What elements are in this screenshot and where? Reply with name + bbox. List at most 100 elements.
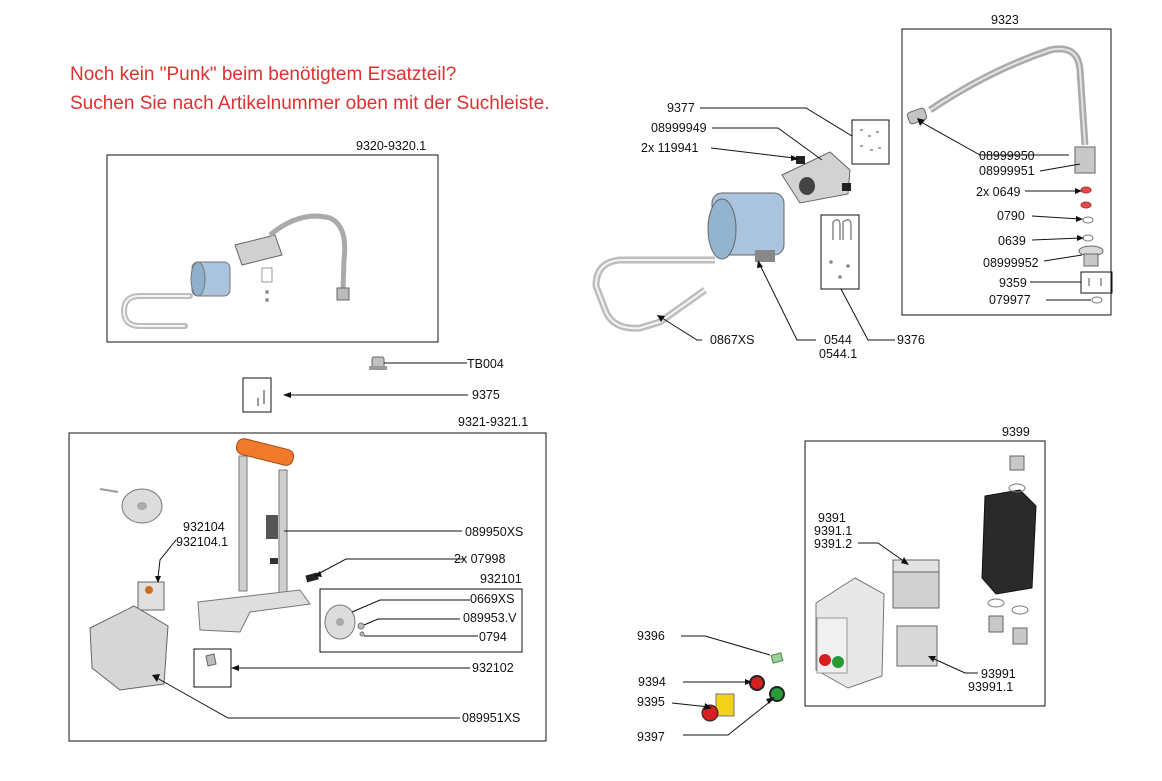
- arrow-932102: [231, 665, 239, 671]
- part-box-9359: [1080, 271, 1113, 294]
- arrow-07998: [314, 571, 322, 577]
- label-93991-1: 93991.1: [968, 680, 1013, 694]
- leader-07998: [317, 558, 465, 575]
- label-089951xs: 089951XS: [462, 711, 520, 725]
- hint-line-1: Noch kein "Punk" beim benötigtem Ersatzt…: [70, 64, 456, 85]
- label-08999950: 08999950: [979, 149, 1035, 163]
- arrow-9394: [745, 679, 752, 685]
- leader-0544: [759, 264, 816, 341]
- label-9391-2: 9391.2: [814, 537, 852, 551]
- arrow-089951xs: [152, 674, 160, 682]
- group-label-9323: 9323: [991, 13, 1019, 27]
- arrow-0790: [1076, 216, 1083, 222]
- leader-0790: [1031, 215, 1081, 220]
- leader-08999949: [712, 127, 823, 161]
- label-0649: 2x 0649: [976, 185, 1021, 199]
- leader-9376: [840, 288, 895, 341]
- buttons-illustration: [701, 652, 785, 722]
- leader-119941: [710, 147, 795, 159]
- arrow-0544: [757, 260, 763, 268]
- label-0544: 0544: [824, 333, 852, 347]
- label-0790: 0790: [997, 209, 1025, 223]
- group-box-9399: [804, 440, 1046, 707]
- leader-9396: [681, 635, 771, 656]
- label-932104-1: 932104.1: [176, 535, 228, 549]
- leader-0669xs: [351, 599, 470, 613]
- group-box-9320: [106, 154, 439, 343]
- label-9376: 9376: [897, 333, 925, 347]
- leader-089951xs: [156, 677, 460, 719]
- label-9391-1: 9391.1: [814, 524, 852, 538]
- label-932104: 932104: [183, 520, 225, 534]
- label-08999949: 08999949: [651, 121, 707, 135]
- leader-9377: [700, 107, 853, 137]
- group-label-9399: 9399: [1002, 425, 1030, 439]
- label-07998: 2x 07998: [454, 552, 505, 566]
- arrow-9395: [704, 703, 712, 710]
- label-079977: 079977: [989, 293, 1031, 307]
- part-box-9376: [820, 214, 860, 290]
- group-label-932101: 932101: [480, 572, 522, 586]
- label-08999952: 08999952: [983, 256, 1039, 270]
- label-089953v: 089953.V: [463, 611, 517, 625]
- part-9377-screws: [860, 129, 881, 151]
- assembly-centre-illustration: [592, 151, 851, 332]
- label-9375: 9375: [472, 388, 500, 402]
- part-box-9377: [851, 119, 890, 165]
- group-box-932101: [319, 588, 523, 653]
- leader-93991: [931, 657, 978, 674]
- arrow-0867xs: [657, 315, 665, 322]
- label-9395: 9395: [637, 695, 665, 709]
- label-119941: 2x 119941: [641, 141, 699, 155]
- part-9359-pins: [1088, 278, 1102, 286]
- group-box-9321: [68, 432, 547, 742]
- assembly-9399-illustration: [815, 455, 1037, 689]
- arrow-932104: [155, 576, 161, 583]
- leader-9391: [858, 542, 906, 563]
- leader-08999952: [1043, 254, 1083, 262]
- leader-08999950: [920, 121, 1069, 156]
- label-tb004: TB004: [467, 357, 504, 371]
- leader-0639: [1031, 237, 1082, 241]
- label-0794: 0794: [479, 630, 507, 644]
- label-0867xs: 0867XS: [710, 333, 754, 347]
- leader-932104: [157, 539, 177, 579]
- label-93991: 93991: [981, 667, 1016, 681]
- arrow-93991: [928, 656, 936, 662]
- assembly-9320-illustration: [120, 213, 350, 329]
- arrow-0649: [1075, 188, 1082, 194]
- leader-9397: [683, 699, 773, 736]
- leader-0867xs: [661, 317, 702, 341]
- group-box-9323: [901, 28, 1112, 316]
- arrow-9375: [283, 392, 291, 398]
- label-9396: 9396: [637, 629, 665, 643]
- label-9394: 9394: [638, 675, 666, 689]
- label-0669xs: 0669XS: [470, 592, 514, 606]
- label-9391: 9391: [818, 511, 846, 525]
- part-box-9375: [242, 377, 272, 413]
- label-9377: 9377: [667, 101, 695, 115]
- assembly-9321-illustration: [89, 438, 311, 691]
- label-089950xs: 089950XS: [465, 525, 523, 539]
- assembly-9323-illustration: [906, 45, 1104, 304]
- group-label-9321: 9321-9321.1: [458, 415, 528, 429]
- arrow-9391: [901, 557, 909, 565]
- arrow-0639: [1077, 235, 1084, 241]
- leader-08999951: [1039, 163, 1081, 172]
- arrow-119941: [791, 155, 799, 161]
- part-932101-illustration: [324, 604, 365, 640]
- arrow-9397: [766, 697, 775, 704]
- part-9375-pins: [257, 390, 265, 406]
- label-9359: 9359: [999, 276, 1027, 290]
- hint-line-2: Suchen Sie nach Artikelnummer oben mit d…: [70, 93, 549, 114]
- label-932102: 932102: [472, 661, 514, 675]
- label-0544-1: 0544.1: [819, 347, 857, 361]
- arrow-08999950: [917, 118, 925, 126]
- label-9397: 9397: [637, 730, 665, 744]
- group-label-9320: 9320-9320.1: [356, 139, 426, 153]
- label-08999951: 08999951: [979, 164, 1035, 178]
- leader-089953v: [363, 618, 460, 626]
- label-0639: 0639: [998, 234, 1026, 248]
